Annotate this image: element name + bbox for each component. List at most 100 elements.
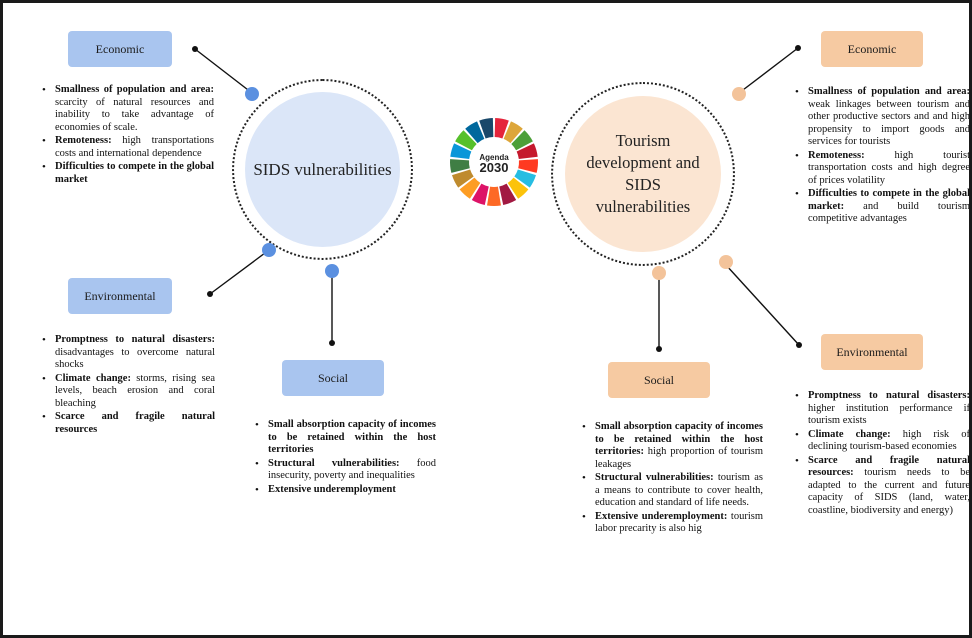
bullet-bold-text: Scarce and fragile natural resources: [55, 411, 215, 435]
sdg-wheel-segment: [516, 143, 538, 160]
bullet-bold-text: Remoteness:: [55, 135, 112, 146]
bullet-item: Promptness to natural disasters: disadva…: [42, 334, 215, 372]
left-environmental-box: Environmental: [68, 278, 172, 314]
right-social-list: Small absorption capacity of incomes to …: [581, 421, 763, 537]
node-left-social: [325, 264, 339, 278]
bullet-item: Small absorption capacity of incomes to …: [255, 419, 436, 457]
right-economic-label: Economic: [847, 41, 897, 56]
endpoint-right-social: [656, 346, 662, 352]
bullet-item: Promptness to natural disasters: higher …: [795, 390, 970, 428]
sdg-wheel-segment: [455, 130, 477, 151]
endpoint-left-environmental: [207, 291, 213, 297]
bullet-text: high risk of declining tourism-based eco…: [808, 428, 970, 453]
bullet-item: Climate change: high risk of declining t…: [795, 428, 970, 454]
bullet-bold-text: Small absorption capacity of incomes to …: [595, 421, 763, 457]
agenda-year: 2030: [480, 160, 509, 175]
sdg-wheel-segment: [459, 177, 481, 199]
bullet-item: Smallness of population and area: weak l…: [795, 86, 970, 149]
bullet-text: higher institution performance if touris…: [808, 402, 970, 427]
connector-right-economic: [738, 47, 799, 94]
endpoint-left-economic: [192, 46, 198, 52]
bullet-item: Structural vulnerabilities: tourism as a…: [582, 472, 763, 510]
bullet-item: Structural vulnerabilities: food insecur…: [255, 457, 437, 483]
left-economic-list: Smallness of population and area: scarci…: [41, 84, 214, 187]
bullet-bold-text: Promptness to natural disasters:: [808, 390, 970, 401]
bullet-item: Climate change: storms, rising sea level…: [42, 372, 215, 411]
bullet-text: high transportations costs and internati…: [55, 135, 214, 159]
sdg-wheel-segment: [452, 169, 474, 188]
bullet-text: tourism labor precarity is also hig: [595, 510, 763, 535]
bullet-bold-text: Smallness of population and area:: [55, 84, 214, 95]
left-environmental-list: Promptness to natural disasters: disadva…: [41, 334, 215, 437]
bullet-text: high proportion of tourism leakages: [595, 446, 763, 470]
bullet-text: scarcity of natural resources and inabil…: [55, 96, 214, 133]
bullet-item: Scarce and fragile natural resources: to…: [795, 454, 970, 518]
left-node-dots: [245, 87, 746, 280]
sdg-wheel-segment: [471, 183, 489, 206]
right-economic-list: Smallness of population and area: weak l…: [794, 86, 970, 227]
node-right-economic: [732, 87, 746, 101]
bullet-text: weak linkages between tourism and other …: [808, 98, 970, 148]
right-circle: Tourism development and SIDS vulnerabili…: [565, 96, 721, 252]
left-circle-title: SIDS vulnerabilities: [253, 159, 392, 179]
bullet-bold-text: Structural vulnerabilities:: [268, 457, 400, 469]
node-left-economic: [245, 87, 259, 101]
sdg-wheel-segment: [518, 159, 538, 173]
bullet-bold-text: Remoteness:: [808, 149, 865, 161]
left-economic-box: Economic: [68, 31, 172, 67]
right-environmental-box: Environmental: [821, 334, 923, 370]
bullet-bold-text: Extensive underemployment:: [595, 510, 728, 522]
right-environmental-list: Promptness to natural disasters: higher …: [794, 390, 970, 518]
connector-right-environmental: [725, 264, 800, 346]
left-social-box: Social: [282, 360, 384, 396]
bullet-item: Small absorption capacity of incomes to …: [582, 421, 763, 471]
bullet-item: Smallness of population and area: scarci…: [42, 84, 214, 134]
connector-lines: [192, 45, 802, 352]
bullet-item: Extensive underemployment: [255, 483, 436, 497]
sdg-wheel-segment: [450, 143, 472, 160]
endpoint-left-social: [329, 340, 335, 346]
agenda-2030-logo: Agenda 2030: [450, 118, 538, 206]
sdg-wheel-segment: [465, 121, 485, 144]
sdg-wheel-segment: [494, 118, 509, 139]
node-left-environmental: [262, 243, 276, 257]
right-social-label: Social: [644, 372, 674, 387]
connector-left-environmental: [209, 249, 270, 295]
sdg-wheel-segment: [499, 183, 517, 206]
bullet-bold-text: Smallness of population and area:: [808, 86, 970, 97]
sdg-wheel-segment: [479, 118, 494, 139]
bullet-text: food insecurity, poverty and inequalitie…: [268, 457, 437, 482]
bullet-item: Difficulties to compete in the global ma…: [42, 161, 214, 186]
bullet-bold-text: Difficulties to compete in the global ma…: [55, 161, 214, 185]
node-right-social: [652, 266, 666, 280]
node-right-environmental: [719, 255, 733, 269]
bullet-text: tourism needs to be adapted to the curre…: [808, 467, 970, 516]
bullet-text: storms, rising sea levels, beach erosion…: [55, 372, 215, 409]
bullet-item: Remoteness: high tourist transportation …: [795, 149, 970, 188]
bullet-bold-text: Climate change:: [808, 428, 891, 440]
left-social-list: Small absorption capacity of incomes to …: [254, 419, 436, 497]
bullet-bold-text: Scarce and fragile natural resources:: [808, 454, 970, 479]
left-environmental-label: Environmental: [84, 288, 156, 303]
bullet-text: and build tourism competitive advantages: [808, 200, 970, 225]
connector-left-economic: [194, 48, 253, 94]
bullet-item: Difficulties to compete in the global ma…: [795, 188, 970, 226]
bullet-text: tourism as a means to contribute to cove…: [595, 472, 763, 508]
bullet-bold-text: Difficulties to compete in the global ma…: [808, 188, 970, 212]
bullet-bold-text: Extensive underemployment: [268, 483, 396, 495]
sdg-wheel-segment: [507, 177, 529, 199]
sdg-wheel-segment: [503, 121, 523, 144]
right-environmental-label: Environmental: [836, 344, 908, 359]
bullet-text: disadvantages to overcome natural shocks: [55, 346, 215, 371]
bullet-text: high tourist transportation costs and hi…: [808, 149, 970, 186]
sdg-wheel-segment: [514, 169, 536, 188]
bullet-bold-text: Small absorption capacity of incomes to …: [268, 419, 436, 455]
sdg-wheel-segment: [487, 186, 501, 206]
left-circle: SIDS vulnerabilities: [245, 92, 400, 247]
bullet-item: Remoteness: high transportations costs a…: [42, 135, 214, 160]
right-economic-box: Economic: [821, 31, 923, 67]
left-economic-label: Economic: [95, 41, 145, 56]
right-circle-title: Tourism development and SIDS vulnerabili…: [586, 131, 700, 216]
left-social-label: Social: [318, 370, 348, 385]
